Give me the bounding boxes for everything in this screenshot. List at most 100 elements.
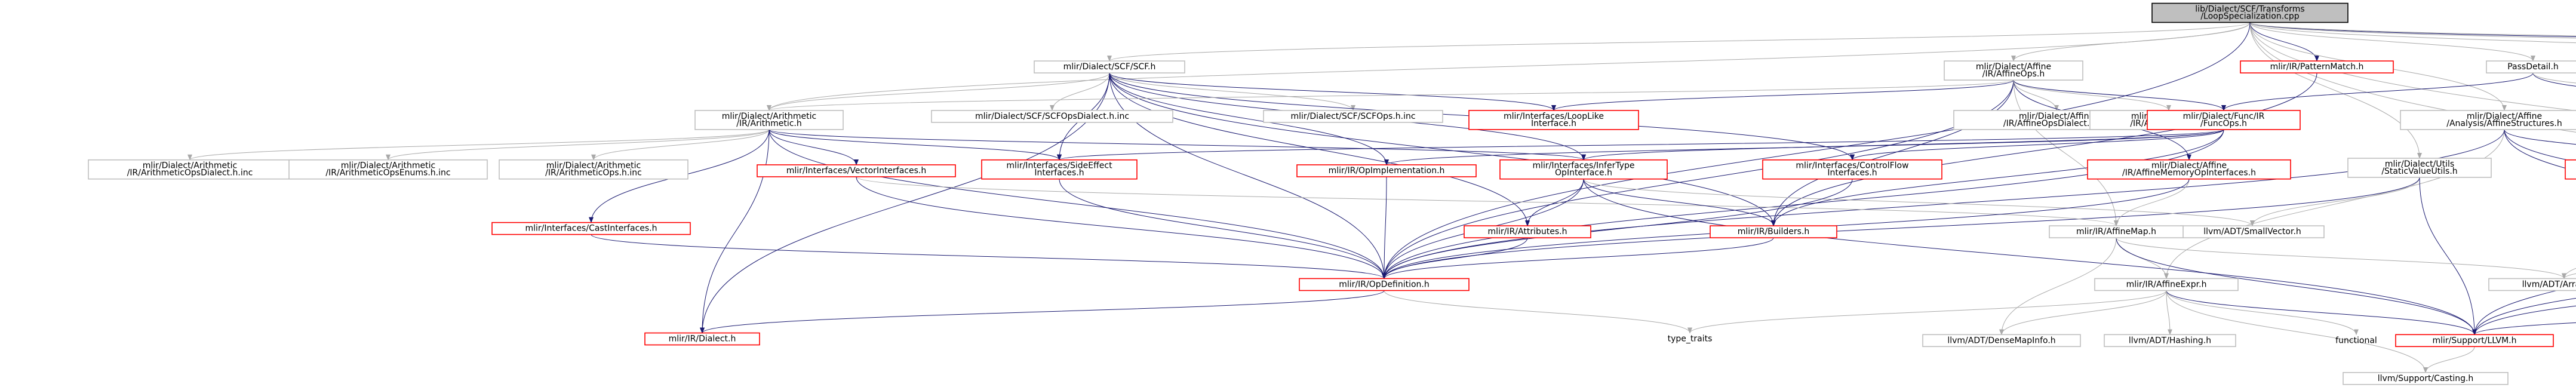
node-arithopsenums-h-inc[interactable]: mlir/Dialect/Arithmetic/IR/ArithmeticOps… <box>288 159 488 180</box>
edge-castinterfaces-h-to-opdefinition-h <box>591 234 1387 280</box>
node-irdialect-h[interactable]: mlir/IR/Dialect.h <box>644 332 760 346</box>
node-box <box>694 110 844 130</box>
node-arithopsdialect-h-inc[interactable]: mlir/Dialect/Arithmetic/IR/ArithmeticOps… <box>88 159 292 180</box>
node-scfopsdialect-h-inc[interactable]: mlir/Dialect/SCF/SCFOpsDialect.h.inc <box>931 110 1173 123</box>
edge-scf-h-to-irbuilders-h <box>1109 73 1776 227</box>
node-label: /IR/Arithmetic.h <box>736 119 802 128</box>
edge-affineops-h-to-funcops-h <box>2013 79 2226 111</box>
node-box <box>1499 159 1668 180</box>
edge-irbuilders-h-to-opdefinition-h <box>1382 237 1774 280</box>
edge-funcops-h-to-irbuilders-h <box>1771 129 2224 227</box>
node-label: mlir/Dialect/Affine <box>2467 112 2542 121</box>
node-scfops-h-inc[interactable]: mlir/Dialect/SCF/SCFOps.h.inc <box>1263 110 1443 123</box>
edge-scf-h-to-looplike-h <box>1109 72 1556 111</box>
node-label: /IR/AffineOpsDialect.h.inc <box>2003 119 2110 128</box>
edge-affinemap-h-to-densemapinfo-h <box>1999 238 2117 336</box>
node-functional: functional <box>2335 336 2377 345</box>
node-label: Interface.h <box>1531 119 1576 128</box>
node-label: /IR/ArithmeticOpsEnums.h.inc <box>325 168 450 178</box>
node-funcops-h[interactable]: mlir/Dialect/Func/IR/FuncOps.h <box>2147 110 2301 130</box>
node-arrayref-h[interactable]: llvm/ADT/ArrayRef.h <box>2488 278 2576 291</box>
node-box <box>1944 60 2083 81</box>
node-affinemap-h[interactable]: mlir/IR/AffineMap.h <box>2049 225 2184 238</box>
node-label: mlir/Dialect/SCF/SCFOps.h.inc <box>1290 112 1415 121</box>
node-opimplementation-h[interactable]: mlir/IR/OpImplementation.h <box>1296 164 1477 177</box>
node-label: mlir/IR/AffineMap.h <box>2076 227 2156 236</box>
node-scf-h[interactable]: mlir/Dialect/SCF/SCF.h <box>1034 60 1185 73</box>
node-label: mlir/Interfaces/LoopLike <box>1504 112 1604 121</box>
node-castinterfaces-h[interactable]: mlir/Interfaces/CastInterfaces.h <box>491 222 691 235</box>
node-label: Interfaces.h <box>1034 168 1084 178</box>
node-patternmatch-h[interactable]: mlir/IR/PatternMatch.h <box>2240 60 2394 73</box>
edge-root-to-passdetail-h <box>2249 22 2535 62</box>
node-affinememop-h[interactable]: mlir/Dialect/Affine/IR/AffineMemoryOpInt… <box>2087 159 2291 180</box>
edge-arithmetic-h-to-arithopsenums-h-inc <box>386 129 770 161</box>
node-staticvalueutils-h[interactable]: mlir/Dialect/Utils/StaticValueUtils.h <box>2347 158 2492 178</box>
node-label: /LoopSpecialization.cpp <box>2200 12 2299 22</box>
node-affineexpr-h[interactable]: mlir/IR/AffineExpr.h <box>2094 278 2239 291</box>
node-irbuilders-h[interactable]: mlir/IR/Builders.h <box>1710 225 1837 238</box>
node-box <box>2343 371 2509 385</box>
node-hashing-h[interactable]: llvm/ADT/Hashing.h <box>2104 334 2236 348</box>
node-box <box>2049 225 2184 238</box>
edge-passdetail-h-to-funcops-h <box>2221 72 2534 111</box>
node-box <box>2400 110 2576 130</box>
edge-root-to-scf-passes-h <box>2249 22 2576 44</box>
node-irattributes-h[interactable]: mlir/IR/Attributes.h <box>1464 225 1591 238</box>
node-arithmetic-h[interactable]: mlir/Dialect/Arithmetic/IR/Arithmetic.h <box>694 110 844 130</box>
node-affinestructures-h[interactable]: mlir/Dialect/Affine/Analysis/AffineStruc… <box>2400 110 2576 130</box>
node-label: mlir/Interfaces/CastInterfaces.h <box>525 224 657 234</box>
edge-arithmetic-h-to-vectorinterfaces-h <box>769 129 859 165</box>
node-box <box>2094 278 2239 291</box>
node-box <box>288 159 488 180</box>
node-label: /IR/AffineOps.h <box>1982 69 2045 79</box>
node-box <box>757 164 956 177</box>
node-box <box>499 159 688 180</box>
node-passdetail-h[interactable]: PassDetail.h <box>2486 60 2576 73</box>
node-casting-h[interactable]: llvm/Support/Casting.h <box>2343 371 2509 385</box>
node-label: OpInterface.h <box>1555 168 1612 178</box>
node-label: mlir/Dialect/Arithmetic <box>341 161 435 171</box>
edge-scf-h-to-arithmetic-h <box>767 72 1110 111</box>
node-label: /Analysis/AffineStructures.h <box>2446 119 2562 128</box>
node-box <box>931 110 1173 123</box>
node-label: /IR/ArithmeticOps.h.inc <box>545 168 642 178</box>
node-densemapinfo-h[interactable]: llvm/ADT/DenseMapInfo.h <box>1922 334 2081 348</box>
node-affineops-h[interactable]: mlir/Dialect/Affine/IR/AffineOps.h <box>1944 60 2083 81</box>
edge-arithmetic-h-to-opdefinition-h <box>769 129 1387 280</box>
edge-affineops-h-to-affineopsdialect-h-inc <box>2013 80 2059 111</box>
node-smallvector-h[interactable]: llvm/ADT/SmallVector.h <box>2180 225 2325 238</box>
node-box <box>2347 158 2492 178</box>
edge-affineexpr-h-to-densemapinfo-h <box>1999 290 2167 336</box>
node-label: mlir/IR/OpDefinition.h <box>1339 280 1429 289</box>
node-vectorinterfaces-h[interactable]: mlir/Interfaces/VectorInterfaces.h <box>757 164 956 177</box>
edge-infertype-h-to-smallvector-h <box>1583 179 2255 227</box>
edge-affineops-h-to-irbuilders-h <box>1771 80 2014 227</box>
node-box <box>2240 60 2394 73</box>
node-box <box>2488 278 2576 291</box>
edge-affinestructures-h-to-affineexpr-h <box>2164 129 2505 280</box>
node-supportllvm-h[interactable]: mlir/Support/LLVM.h <box>2395 334 2554 348</box>
node-arithops-h-inc[interactable]: mlir/Dialect/Arithmetic/IR/ArithmeticOps… <box>499 159 688 180</box>
node-box <box>1922 334 2081 348</box>
node-box <box>491 222 691 235</box>
node-label: mlir/Dialect/SCF/SCFOpsDialect.h.inc <box>975 112 1129 121</box>
node-label: llvm/ADT/ArrayRef.h <box>2522 280 2576 289</box>
edge-affinemap-h-to-arrayref-h <box>2116 237 2566 280</box>
edge-root-to-densemap-h <box>2249 22 2576 36</box>
node-label: mlir/Dialect/Affine <box>2151 161 2227 171</box>
node-label: mlir/Support/LLVM.h <box>2433 336 2517 345</box>
edge-root-to-greedypattern-h <box>2249 22 2576 38</box>
node-root[interactable]: lib/Dialect/SCF/Transforms/LoopSpecializ… <box>2151 2 2348 23</box>
edge-staticvalueutils-h-to-supportllvm-h <box>2419 177 2477 336</box>
edge-affinestructures-h-to-presburger-intrel-h <box>2504 129 2576 145</box>
node-opdefinition-h[interactable]: mlir/IR/OpDefinition.h <box>1299 278 1470 291</box>
node-presburger-intrel-h[interactable]: mlir/Analysis/Presburger/IntegerRelation… <box>2565 159 2576 180</box>
edge-arithmetic-h-to-arithopsdialect-h-inc <box>187 129 770 161</box>
edge-affinemap-h-to-supportllvm-h <box>2116 238 2477 336</box>
